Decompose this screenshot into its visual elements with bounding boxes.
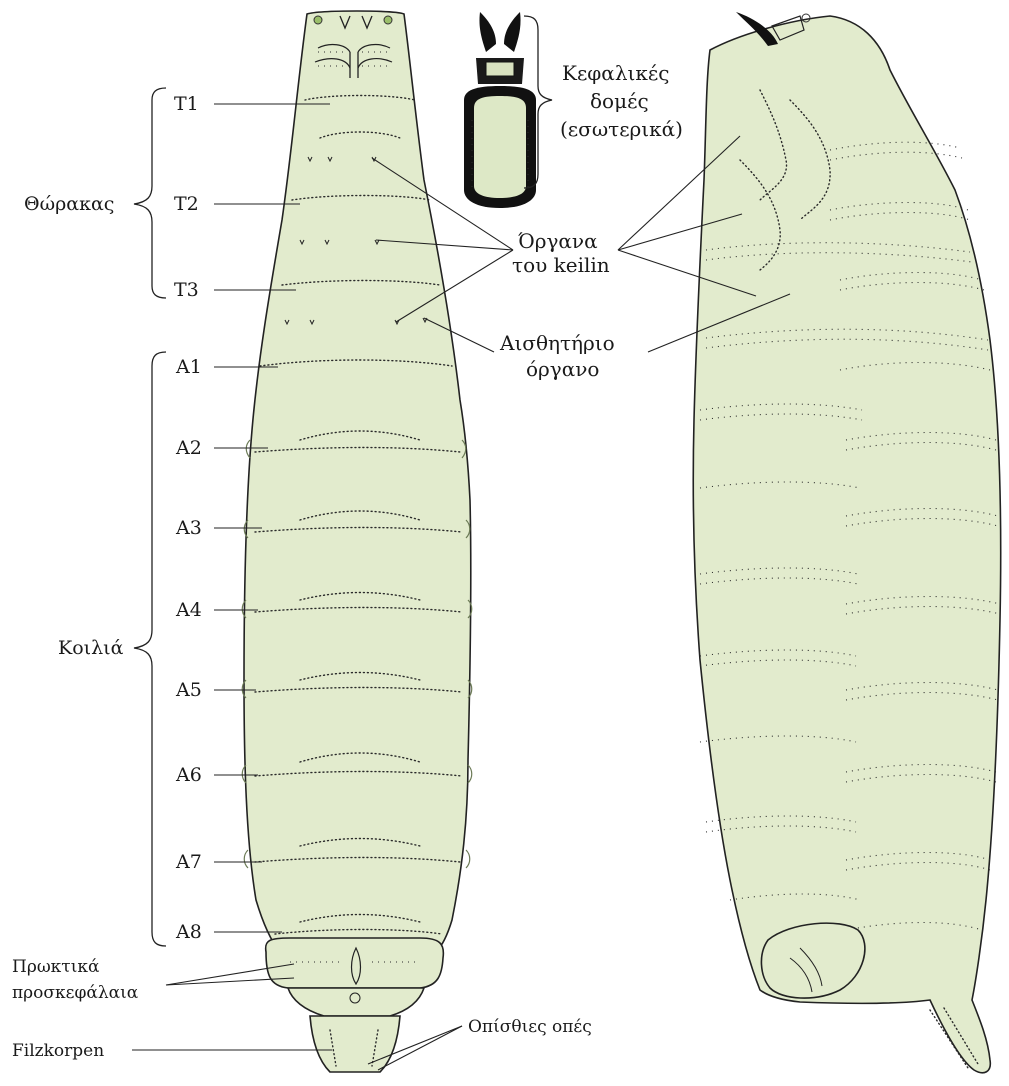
- label-head-structures-line3: (εσωτερικά): [560, 117, 683, 141]
- label-a6: A6: [175, 764, 202, 786]
- label-t3: T3: [174, 279, 199, 301]
- label-sensory-line1: Αισθητήριο: [499, 331, 615, 355]
- label-thorax: Θώρακας: [24, 193, 114, 215]
- dorsal-larva: [242, 11, 472, 1072]
- cephalopharyngeal-skeleton: [464, 12, 536, 208]
- label-a8: A8: [175, 921, 202, 943]
- label-a7: A7: [175, 851, 202, 873]
- label-a1: A1: [175, 356, 202, 378]
- label-a4: A4: [175, 599, 202, 621]
- label-a2: A2: [175, 437, 202, 459]
- thorax-brace: [134, 88, 166, 298]
- label-head-structures-line1: Κεφαλικές: [562, 61, 669, 85]
- label-abdomen: Κοιλιά: [58, 637, 124, 659]
- abdomen-brace: [134, 352, 166, 946]
- label-keilin-line2: του keilin: [512, 253, 610, 277]
- label-a3: A3: [175, 517, 202, 539]
- label-t1: T1: [174, 93, 199, 115]
- lateral-larva: [693, 12, 1000, 1073]
- label-head-structures-line2: δομές: [590, 89, 649, 113]
- lateral-larva-body: [693, 16, 1000, 1073]
- label-posterior-spiracles: Οπίσθιες οπές: [468, 1017, 592, 1037]
- anal-pads: [266, 938, 444, 988]
- label-a5: A5: [175, 679, 202, 701]
- label-keilin-line1: Όργανα: [518, 229, 598, 253]
- label-anal-pads-line1: Πρωκτικά: [12, 957, 100, 977]
- posterior-end: [288, 988, 424, 1072]
- dorsal-larva-body: [244, 11, 471, 952]
- label-sensory-line2: όργανο: [526, 357, 599, 381]
- label-t2: T2: [174, 193, 199, 215]
- label-anal-pads-line2: προσκεφάλαια: [12, 983, 139, 1003]
- label-filzkorpen: Filzkorpen: [12, 1041, 104, 1061]
